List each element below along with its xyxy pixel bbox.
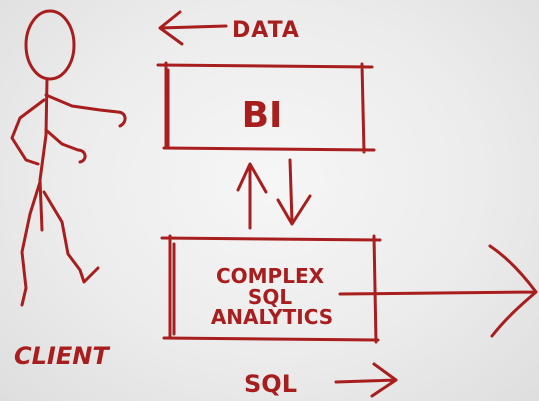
client-body — [38, 77, 49, 232]
bi-box-outline — [156, 61, 376, 154]
bi-box: BI — [156, 61, 376, 154]
bi-label: BI — [242, 95, 283, 136]
data-label: DATA — [232, 18, 300, 43]
sql-arrow: SQL — [244, 362, 398, 398]
client-leg-right — [42, 190, 100, 284]
sql-inner-label: SQL — [248, 285, 292, 309]
complex-label: COMPLEX — [216, 264, 325, 288]
client-stick-figure — [10, 9, 127, 307]
client-leg-left — [20, 180, 42, 307]
down-arrow-icon — [276, 158, 312, 226]
client-arm-left — [10, 98, 46, 166]
data-arrow: DATA — [158, 10, 300, 46]
client-arm-lower — [44, 128, 87, 164]
analytics-label: ANALYTICS — [211, 305, 333, 329]
sql-right-arrow-icon — [334, 362, 398, 398]
output-arrow-icon — [338, 244, 538, 338]
up-arrow-icon — [236, 162, 268, 230]
client-head — [24, 9, 76, 81]
sql-bottom-label: SQL — [244, 370, 297, 398]
data-arrow-icon — [158, 10, 228, 46]
client-label: CLIENT — [14, 342, 110, 370]
analytics-box-outline — [160, 234, 382, 344]
analytics-box: COMPLEX SQL ANALYTICS — [160, 234, 382, 344]
client-arm-right — [44, 93, 127, 128]
